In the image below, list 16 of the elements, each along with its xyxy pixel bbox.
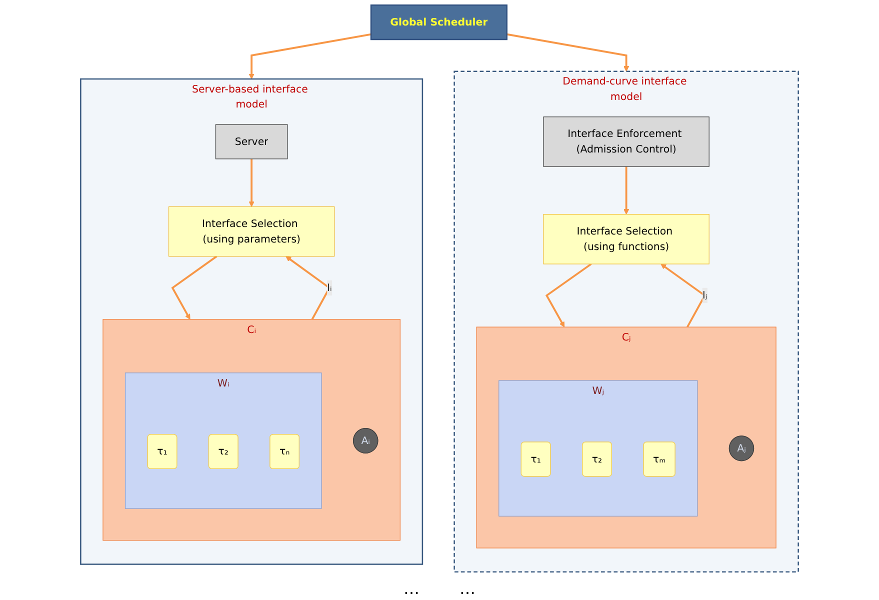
arrow xyxy=(248,158,254,207)
node-box: Server xyxy=(215,124,288,160)
node-box: Interface Selection (using functions) xyxy=(543,214,710,264)
node-box: Global Scheduler xyxy=(370,4,508,40)
arrow xyxy=(624,166,630,215)
ellipsis-text: … xyxy=(404,579,420,598)
edge-label: Iᵢ xyxy=(327,281,332,294)
node-box: Interface Enforcement (Admission Control) xyxy=(543,116,710,167)
arrow xyxy=(545,263,592,328)
arrow xyxy=(506,33,630,72)
node-box: Interface Selection (using parameters) xyxy=(168,206,335,257)
arrow xyxy=(248,33,372,80)
arrow xyxy=(286,256,331,320)
arrow xyxy=(171,256,218,320)
ellipsis-text: … xyxy=(460,579,476,598)
edge-label: Iⱼ xyxy=(702,289,708,302)
